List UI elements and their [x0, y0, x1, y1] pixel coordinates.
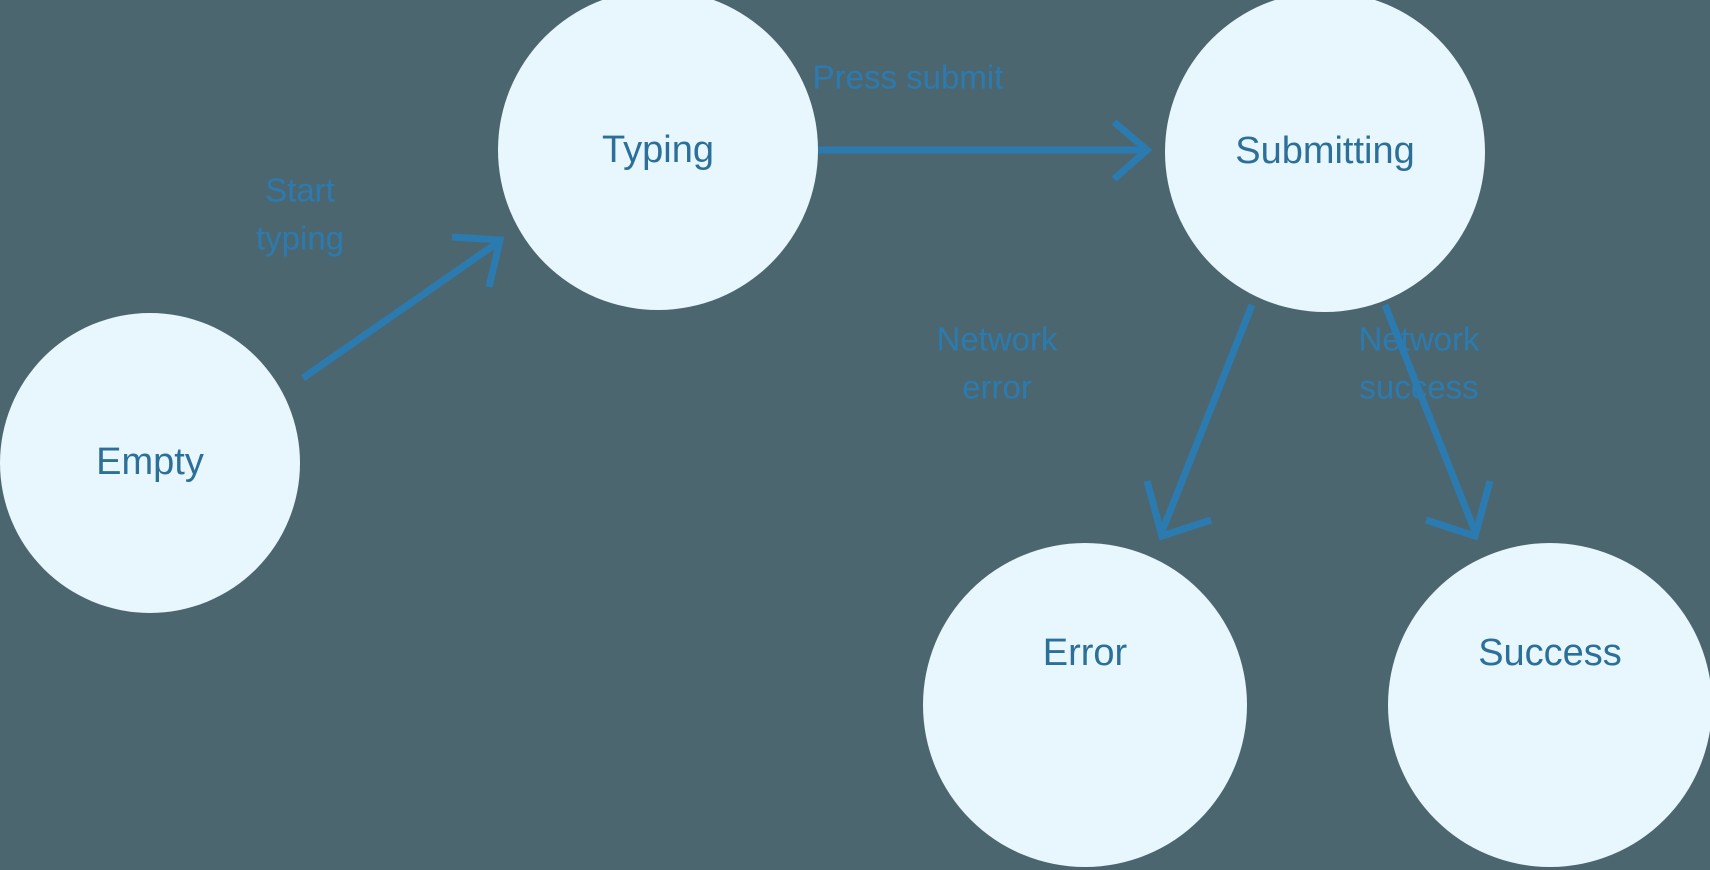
arrowhead-icon	[451, 233, 505, 288]
edge-label-line: Start	[265, 172, 335, 209]
edge-label-line: error	[962, 369, 1032, 406]
edge-label-line: Press submit	[813, 59, 1004, 96]
edge-line	[301, 240, 499, 381]
node-label: Error	[1043, 632, 1128, 674]
edge-submitting-to-error[interactable]	[1143, 303, 1256, 541]
state-node-empty[interactable]: Empty	[0, 313, 300, 613]
edge-submitting-to-success[interactable]	[1381, 303, 1494, 541]
edge-line	[1381, 303, 1480, 536]
edge-empty-to-typing[interactable]	[301, 233, 505, 381]
edge-label-line: typing	[256, 220, 344, 257]
state-node-typing[interactable]: Typing	[498, 0, 818, 310]
arrowhead-icon	[1143, 480, 1213, 541]
node-label: Success	[1478, 632, 1622, 674]
state-node-success[interactable]: Success	[1388, 543, 1710, 867]
node-label: Submitting	[1235, 130, 1415, 172]
node-shape	[1165, 0, 1485, 312]
node-shape	[0, 313, 300, 613]
node-label: Typing	[602, 129, 714, 171]
edge-label-submitting-to-error: Network error	[936, 321, 1058, 406]
node-label: Empty	[96, 441, 204, 483]
state-node-submitting[interactable]: Submitting	[1165, 0, 1485, 312]
node-shape	[1388, 543, 1710, 867]
node-shape	[498, 0, 818, 310]
state-node-error[interactable]: Error	[923, 543, 1247, 867]
edge-label-line: Network	[936, 321, 1058, 358]
edge-label-submitting-to-success: Network success	[1358, 321, 1480, 406]
edge-line	[1157, 303, 1256, 536]
arrowhead-icon	[1424, 480, 1494, 541]
edge-label-typing-to-submitting: Press submit	[813, 59, 1004, 96]
arrowhead-icon	[1111, 119, 1153, 182]
edge-label-empty-to-typing: Start typing	[256, 172, 344, 257]
edge-typing-to-submitting[interactable]	[768, 119, 1153, 182]
edge-label-line: Network	[1358, 321, 1480, 358]
node-shape	[923, 543, 1247, 867]
edge-label-line: success	[1359, 369, 1478, 406]
